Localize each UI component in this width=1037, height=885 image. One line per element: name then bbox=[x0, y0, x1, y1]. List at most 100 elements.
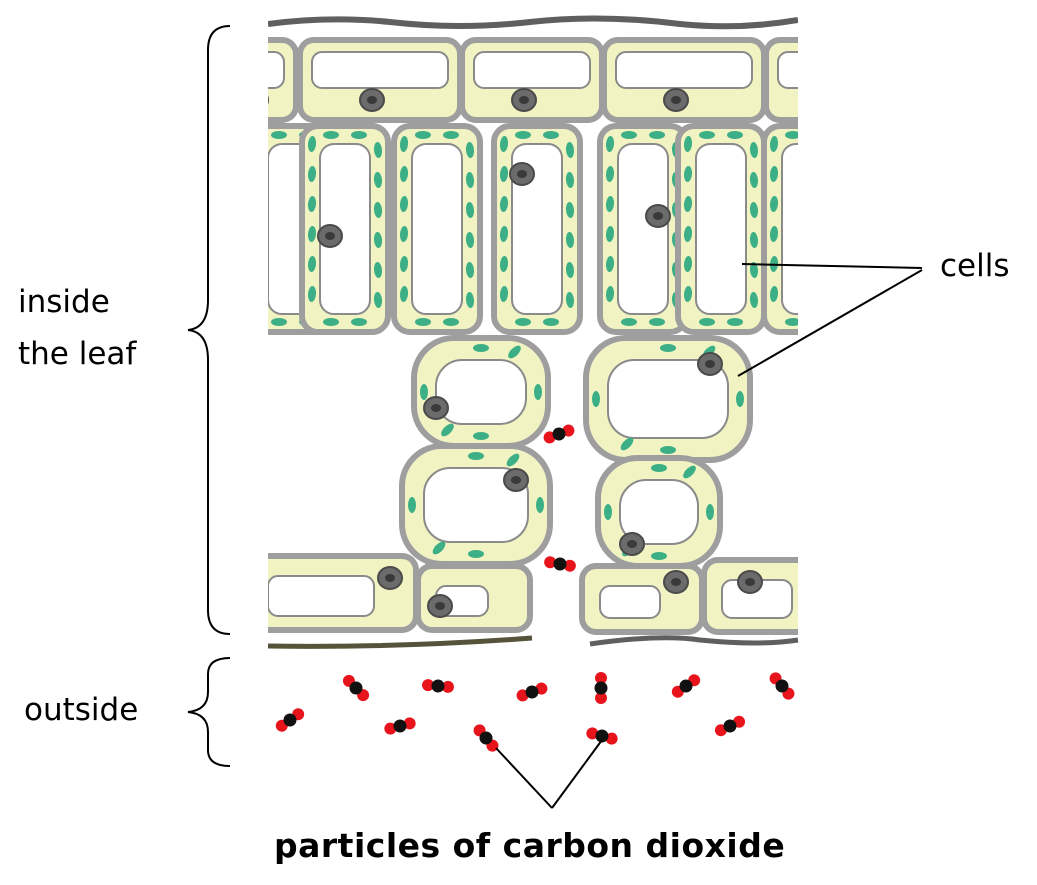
chloroplast bbox=[255, 166, 264, 183]
chloroplast bbox=[307, 136, 317, 152]
chloroplast bbox=[749, 172, 759, 188]
carbon-atom bbox=[525, 685, 539, 699]
chloroplast bbox=[307, 196, 317, 212]
outside-brace bbox=[187, 657, 231, 767]
chloroplast bbox=[660, 446, 676, 454]
chloroplast bbox=[465, 292, 475, 308]
spongy-cell bbox=[583, 335, 753, 463]
vacuole bbox=[695, 143, 747, 315]
upper-cuticle bbox=[268, 15, 798, 30]
vacuole bbox=[607, 359, 729, 439]
spongy-cell bbox=[411, 335, 551, 449]
chloroplast bbox=[605, 226, 615, 242]
carbon-atom bbox=[283, 713, 297, 727]
inside-brace bbox=[187, 25, 231, 635]
chloroplast bbox=[373, 232, 383, 248]
inside-label-line1: inside bbox=[18, 284, 110, 320]
nucleolus bbox=[511, 476, 521, 484]
carbon-atom bbox=[775, 679, 789, 693]
chloroplast bbox=[323, 131, 339, 139]
chloroplast bbox=[373, 142, 383, 158]
palisade-cell bbox=[761, 123, 844, 335]
chloroplast bbox=[473, 344, 489, 352]
nucleolus bbox=[517, 170, 527, 178]
vacuole bbox=[268, 575, 375, 617]
chloroplast bbox=[255, 256, 264, 273]
chloroplast bbox=[373, 172, 383, 188]
co2-particle bbox=[516, 682, 548, 702]
co2-particle bbox=[543, 424, 575, 444]
co2-particle bbox=[544, 556, 576, 572]
chloroplast bbox=[769, 226, 779, 242]
nucleolus bbox=[705, 360, 715, 368]
chloroplast bbox=[443, 131, 459, 139]
palisade-cell bbox=[491, 123, 583, 335]
vacuole bbox=[599, 585, 661, 619]
chloroplast bbox=[769, 166, 779, 182]
chloroplast bbox=[835, 142, 844, 159]
carbon-atom bbox=[393, 719, 407, 733]
chloroplast bbox=[835, 262, 844, 279]
spongy-cell bbox=[399, 443, 553, 567]
chloroplast bbox=[813, 131, 829, 139]
nucleolus bbox=[671, 96, 681, 104]
palisade-cell bbox=[597, 123, 689, 335]
carbon-atom bbox=[349, 681, 363, 695]
chloroplast bbox=[468, 550, 484, 558]
lower-cuticle-left bbox=[267, 635, 533, 649]
lower-epidermis-cell bbox=[268, 553, 419, 633]
chloroplast bbox=[271, 318, 287, 326]
chloroplast bbox=[749, 142, 759, 158]
chloroplast bbox=[373, 292, 383, 308]
chloroplast bbox=[620, 437, 634, 451]
chloroplast bbox=[683, 196, 693, 212]
chloroplast bbox=[465, 172, 475, 188]
chloroplast bbox=[307, 166, 317, 182]
oxygen-atom bbox=[563, 559, 576, 572]
chloroplast bbox=[785, 131, 798, 139]
chloroplast bbox=[415, 131, 431, 139]
co2-particle bbox=[384, 717, 416, 735]
upper-epidermis-cell bbox=[297, 37, 463, 123]
chloroplast bbox=[399, 166, 409, 182]
palisade-cell bbox=[299, 123, 391, 335]
chloroplast bbox=[465, 142, 475, 158]
chloroplast bbox=[565, 292, 575, 308]
chloroplast bbox=[785, 318, 798, 326]
oxygen-atom bbox=[595, 692, 607, 704]
chloroplast bbox=[727, 318, 743, 326]
vacuole bbox=[311, 51, 449, 89]
upper-epidermis-cell bbox=[459, 37, 605, 123]
chloroplast bbox=[736, 391, 744, 407]
palisade-cell bbox=[675, 123, 767, 335]
chloroplast bbox=[499, 166, 509, 182]
chloroplast bbox=[408, 497, 416, 513]
nucleolus bbox=[745, 578, 755, 586]
chloroplast bbox=[543, 131, 559, 139]
nucleus bbox=[810, 273, 834, 295]
co2-inside-particles bbox=[543, 424, 576, 572]
carbon-atom bbox=[479, 731, 493, 745]
lower-epidermis-cell bbox=[701, 557, 798, 635]
chloroplast bbox=[683, 465, 696, 479]
vacuole bbox=[268, 51, 285, 89]
vacuole bbox=[619, 479, 699, 545]
co2-particle bbox=[275, 708, 305, 732]
chloroplast bbox=[307, 226, 317, 242]
co2-particle bbox=[671, 674, 701, 698]
chloroplast bbox=[769, 196, 779, 212]
nucleolus bbox=[817, 280, 827, 288]
chloroplast bbox=[651, 552, 667, 560]
co2-particle bbox=[769, 672, 795, 700]
oxygen-atom bbox=[544, 556, 557, 569]
nucleolus bbox=[367, 96, 377, 104]
nucleolus bbox=[325, 232, 335, 240]
chloroplast bbox=[399, 226, 409, 242]
chloroplast bbox=[649, 318, 665, 326]
spongy-cells bbox=[399, 335, 753, 569]
chloroplast bbox=[699, 318, 715, 326]
upper-epidermis-cell bbox=[601, 37, 767, 123]
nucleolus bbox=[813, 96, 823, 104]
chloroplast bbox=[465, 202, 475, 218]
